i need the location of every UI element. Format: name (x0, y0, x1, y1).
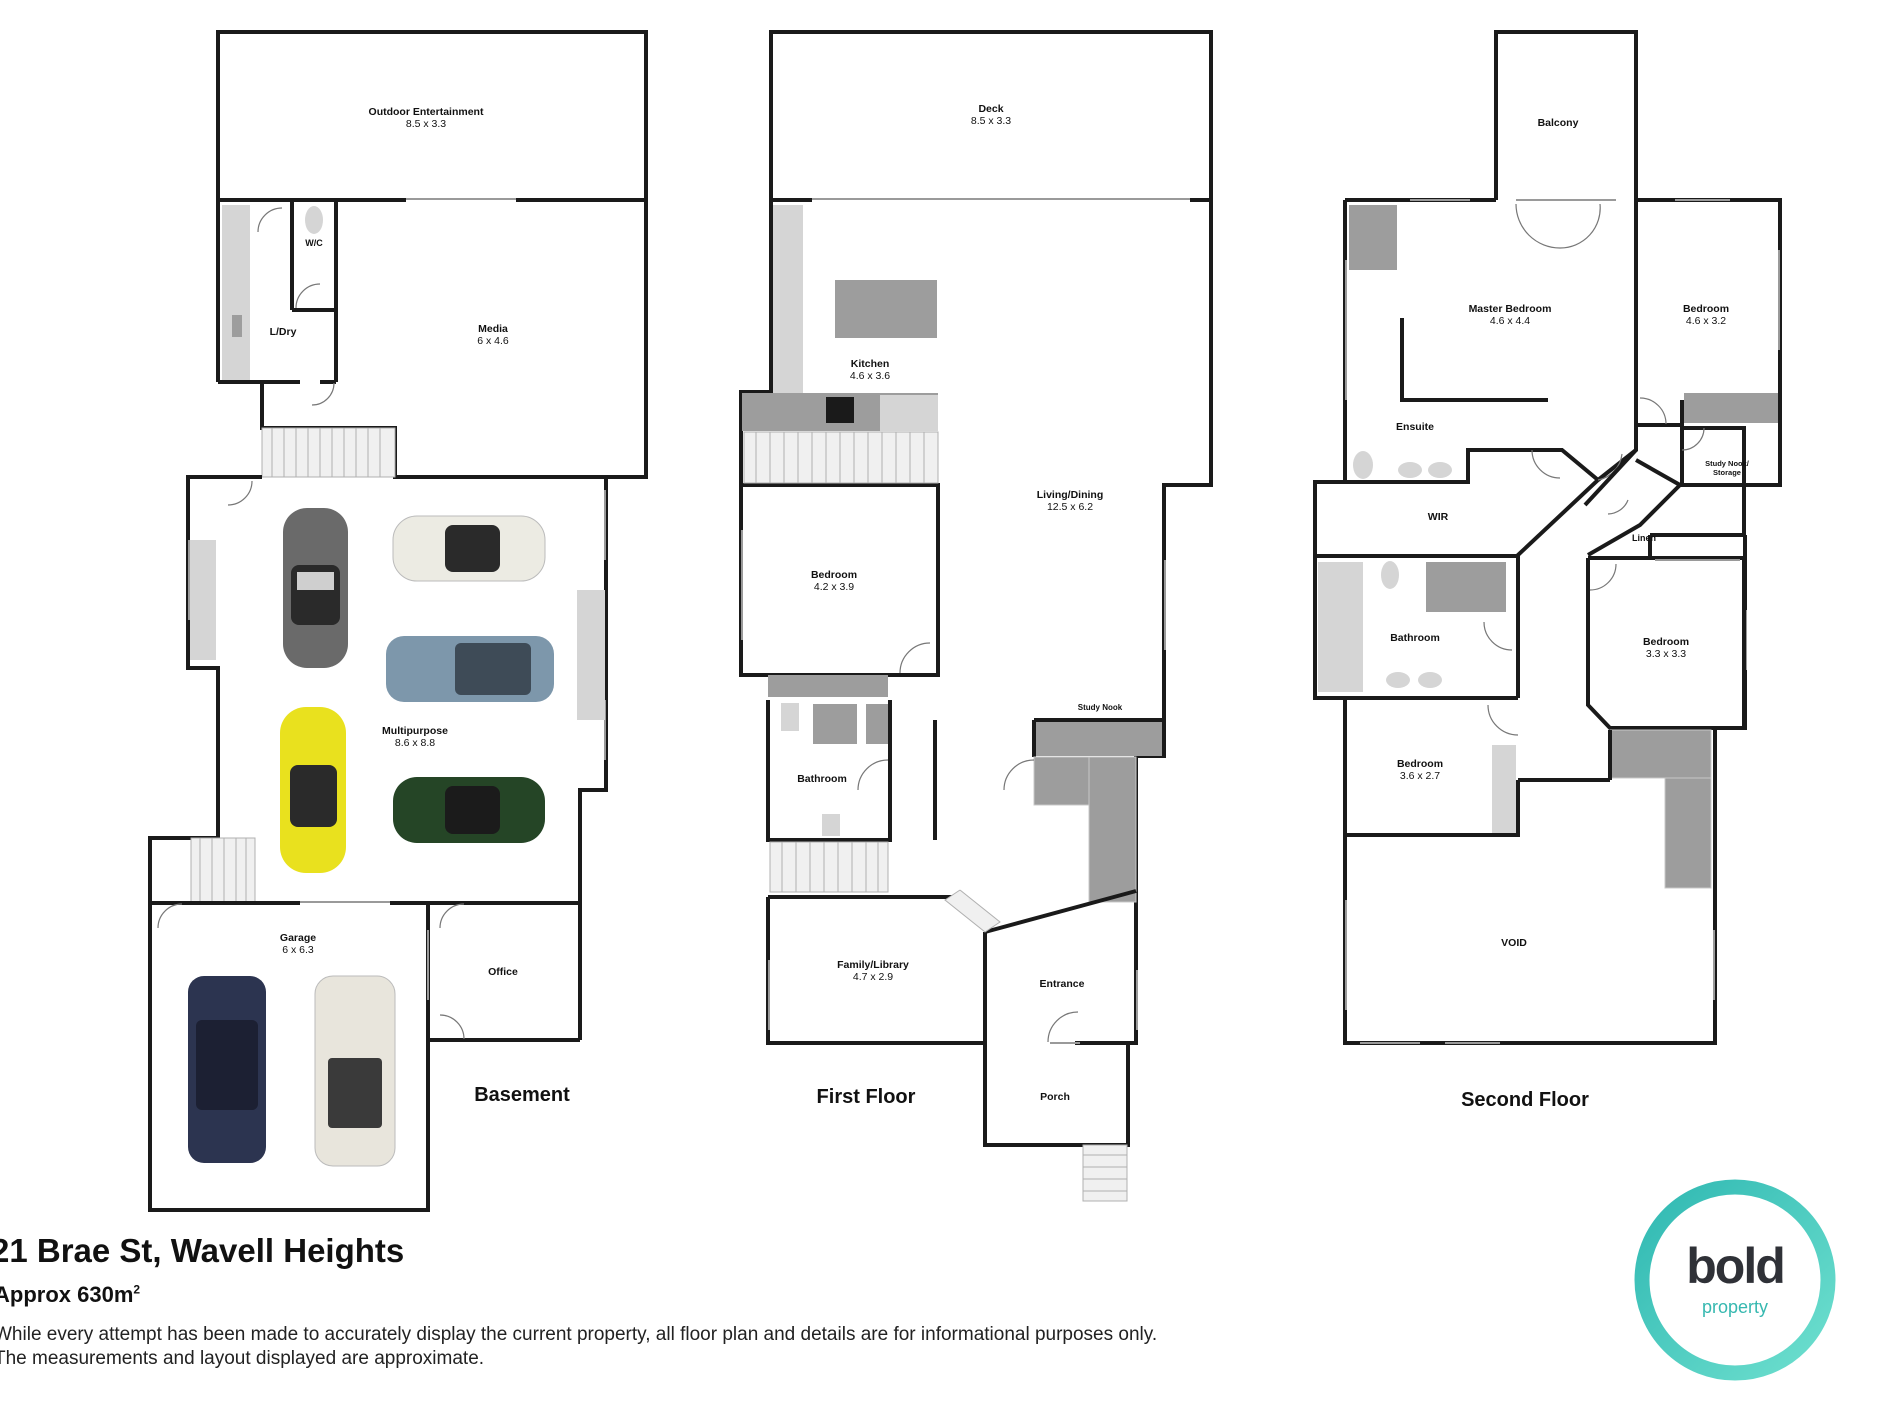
room-name: Multipurpose (382, 725, 448, 737)
floor-label-basement: Basement (474, 1084, 570, 1106)
room-name: Kitchen (851, 358, 890, 370)
property-address: 21 Brae St, Wavell Heights (0, 1232, 405, 1269)
room-name: Outdoor Entertainment (369, 106, 484, 118)
area-value: Approx 630m (0, 1282, 134, 1307)
room-name: Garage (280, 932, 316, 944)
property-area: Approx 630m2 (0, 1282, 140, 1308)
car-yellow (280, 707, 346, 873)
room-dimensions: 3.3 x 3.3 (1646, 648, 1686, 660)
room-name: Bathroom (1390, 632, 1440, 644)
room-name: Bedroom (1397, 758, 1443, 770)
car-blue (386, 636, 554, 702)
car-navy (188, 976, 266, 1163)
floor-label-second: Second Floor (1461, 1089, 1589, 1111)
floor-label-first: First Floor (817, 1086, 916, 1108)
second-floor-plan: Balcony Master Bedroom 4.6 x 4.4 Bedroom… (1313, 30, 1782, 1111)
room-name: Master Bedroom (1469, 303, 1552, 315)
room-dimensions: 8.5 x 3.3 (406, 118, 446, 130)
logo-subtitle: property (1701, 1297, 1769, 1317)
room-dimensions: 4.7 x 2.9 (853, 971, 893, 983)
room-dimensions: 3.6 x 2.7 (1400, 770, 1440, 782)
room-name: Bedroom (811, 569, 857, 581)
area-unit-superscript: 2 (133, 1282, 141, 1297)
car-grey (283, 508, 348, 668)
room-name: Porch (1040, 1091, 1070, 1103)
room-dimensions: 4.6 x 4.4 (1490, 315, 1530, 327)
room-dimensions: 4.6 x 3.2 (1686, 315, 1726, 327)
room-name: Linen (1632, 533, 1656, 543)
room-dimensions: 6 x 6.3 (282, 944, 314, 956)
room-dimensions: 12.5 x 6.2 (1047, 501, 1093, 513)
room-name: Ensuite (1396, 421, 1434, 433)
room-name: Office (488, 966, 518, 978)
disclaimer-line-2: The measurements and layout displayed ar… (0, 1348, 485, 1369)
room-dimensions: 8.6 x 8.8 (395, 737, 435, 749)
room-name: Bathroom (797, 773, 847, 785)
room-dimensions: 4.6 x 3.6 (850, 370, 890, 382)
room-name: WIR (1428, 511, 1449, 523)
room-dimensions: 4.2 x 3.9 (814, 581, 854, 593)
room-name: Study Nook/ (1705, 459, 1750, 468)
car-white (392, 515, 546, 582)
room-name: Bedroom (1643, 636, 1689, 648)
room-name: VOID (1501, 937, 1527, 949)
car-cream (314, 975, 396, 1167)
room-dimensions: 8.5 x 3.3 (971, 115, 1011, 127)
room-name: Study Nook (1078, 703, 1123, 712)
room-name: Media (478, 323, 508, 335)
room-name: Living/Dining (1037, 489, 1104, 501)
disclaimer-line-1: While every attempt has been made to acc… (0, 1324, 1158, 1345)
first-floor-plan: Deck 8.5 x 3.3 Kitchen 4.6 x 3.6 Living/… (739, 30, 1213, 1202)
room-name: Bedroom (1683, 303, 1729, 315)
bold-logo-ring (1634, 1179, 1836, 1381)
bold-property-logo: bold property (1630, 1175, 1840, 1385)
logo-wordmark: bold (1686, 1238, 1786, 1294)
room-name: Storage (1713, 468, 1741, 477)
room-name: L/Dry (270, 326, 297, 338)
room-name: Entrance (1040, 978, 1085, 990)
room-name: W/C (305, 238, 323, 248)
room-name: Balcony (1538, 117, 1579, 129)
room-name: Family/Library (837, 959, 909, 971)
room-name: Deck (978, 103, 1003, 115)
car-green (393, 777, 545, 843)
room-dimensions: 6 x 4.6 (477, 335, 509, 347)
basement-plan: Outdoor Entertainment 8.5 x 3.3 W/C L/Dr… (148, 30, 648, 1212)
